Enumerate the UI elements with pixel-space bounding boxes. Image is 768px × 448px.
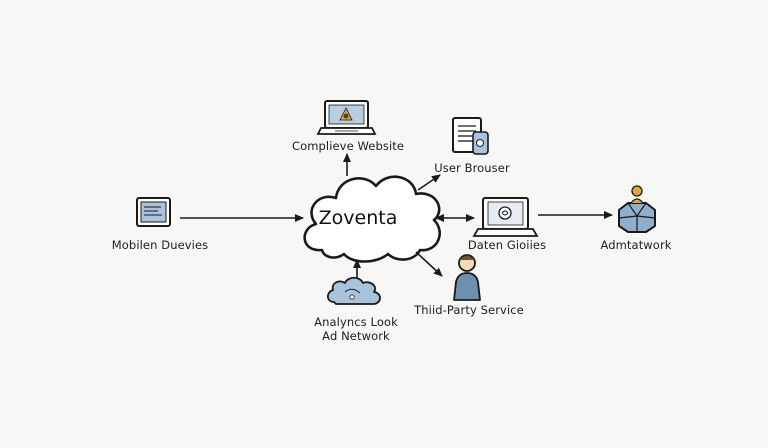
edges	[180, 153, 613, 278]
node-label-ad-network: Admtatwork	[600, 238, 672, 252]
person-icon	[453, 254, 481, 301]
node-label-user-browser: User Brouser	[434, 161, 510, 175]
document-icon	[452, 117, 489, 155]
center-node-label: Zoventa	[318, 207, 398, 229]
node-label-third-party: Thiid-Party Service	[414, 303, 524, 317]
tablet-icon	[136, 197, 171, 227]
node-label-analytics: Analyncs Look Ad Network	[314, 315, 398, 343]
edge-center-to-browser	[417, 174, 441, 191]
edge-center-to-thirdparty	[415, 251, 443, 277]
node-label-compliance-website: Complieve Website	[291, 139, 405, 153]
monitor-icon	[472, 197, 539, 237]
node-label-data-brokers: Daten Gioiies	[467, 238, 547, 252]
cloud-icon	[326, 276, 381, 305]
network-hub-icon	[618, 185, 656, 233]
node-label-mobile-devices: Mobilen Duevies	[111, 238, 209, 252]
node-label-analytics-line1: Analyncs Look	[314, 315, 398, 329]
node-label-analytics-line2: Ad Network	[322, 329, 390, 343]
laptop-icon	[316, 100, 377, 135]
central-cloud	[303, 175, 441, 263]
